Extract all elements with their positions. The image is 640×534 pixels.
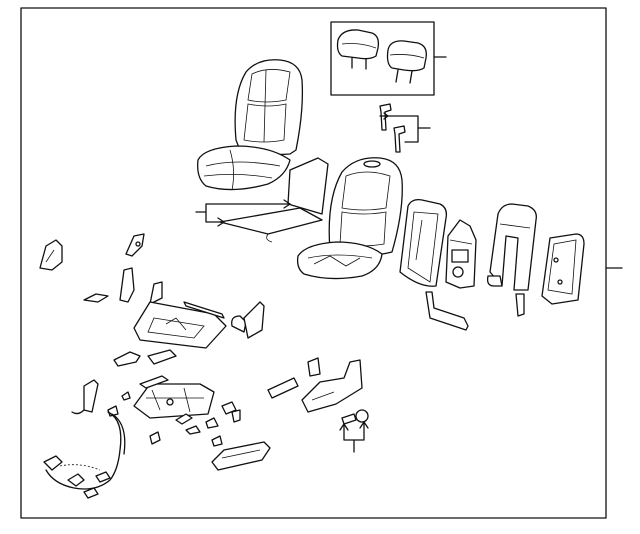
heater-pad [288,158,328,214]
seat-back-cover [235,60,302,155]
headrest-guides [380,104,430,152]
small-part-1 [114,352,140,366]
seat-back-panel [542,234,584,304]
side-shield [302,360,362,412]
hinge-bracket-b [120,268,134,302]
side-trim-panel [490,204,536,290]
seat-back-frame [400,200,446,287]
adjuster-clip-3 [176,414,192,424]
side-bracket-left [40,240,62,270]
adjuster-clip-9 [212,436,222,446]
seat-cushion-cover [198,146,290,190]
switch-bezel [212,442,270,470]
adjuster-clip-1 [122,392,130,400]
seat-rod [184,302,224,318]
recline-lever [232,302,264,338]
adjuster-clip-7 [232,410,240,422]
seat-cushion-foam [298,242,382,279]
headrest-callout-box [331,22,434,95]
power-switch [72,380,98,414]
seat-pan [134,302,226,348]
frame-bracket-lower [426,292,468,330]
seat-back-foam [329,158,402,256]
pad-arrow-a [284,200,290,208]
trim-knob [488,276,502,286]
adjuster-clip-6 [222,402,236,414]
adjuster-bar [140,376,168,388]
knob-b [356,410,368,422]
clip-b [150,282,162,304]
small-block [308,358,320,376]
seat-adjuster [134,384,214,418]
wiring-harness [44,412,125,498]
trim-strip [268,378,298,398]
headrest-right [388,41,427,83]
knobs-group [340,410,368,452]
headrest-group [331,22,446,95]
clip-a [84,294,108,302]
trim-clip [516,294,524,316]
adjuster-clip-4 [186,426,200,434]
pad-leader [196,204,290,222]
headrest-left [338,30,379,69]
small-part-2 [148,350,176,364]
heater-pad-lower [220,208,322,242]
pad-arrow-b [218,218,224,226]
recliner-mechanism [446,220,476,288]
adjuster-clip-8 [150,432,160,444]
diagram-frame [21,8,606,518]
hinge-bracket-a [126,234,144,256]
adjuster-clip-5 [206,418,218,428]
knob-a [342,414,356,424]
